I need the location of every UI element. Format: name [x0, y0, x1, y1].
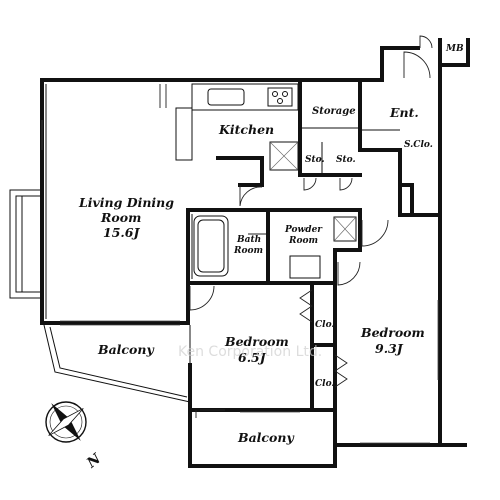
bedroom-93-size: 9.3J — [375, 341, 404, 356]
compass: N — [45, 401, 105, 472]
bedroom-65-name: Bedroom — [224, 334, 289, 349]
bedroom-93-name: Bedroom — [360, 325, 425, 340]
mb-label: MB — [445, 44, 464, 54]
entrance-label: Ent. — [389, 105, 419, 120]
bay-window — [9, 189, 42, 299]
bathtub — [193, 215, 229, 277]
kitchen-label: Kitchen — [218, 122, 274, 137]
storage-label: Storage — [312, 106, 356, 117]
sclo-label: S.Clo. — [404, 140, 433, 150]
powder-fixtures — [289, 216, 357, 279]
powder-label-line2: Room — [288, 236, 318, 246]
ldr-label-line1: Living Dining — [78, 195, 174, 210]
bedroom-65-size: 6.5J — [238, 350, 267, 365]
bath-label-line2: Room — [233, 246, 263, 256]
sto2-label: Sto. — [336, 155, 356, 165]
inner-lines — [45, 84, 400, 319]
sto1-label: Sto. — [305, 155, 325, 165]
clo2-label: Clo. — [315, 379, 335, 389]
powder-label-line1: Powder — [284, 225, 323, 235]
balcony-1-label: Balcony — [97, 342, 154, 357]
balcony-1-outline — [43, 324, 191, 403]
clo1-label: Clo. — [315, 320, 335, 330]
kitchen-counter — [175, 83, 299, 171]
balcony-2-label: Balcony — [237, 430, 294, 445]
compass-ring-icon — [45, 401, 87, 443]
watermark: Ken Corporation Ltd. — [178, 344, 322, 360]
room-labels: MB Storage Ent. Kitchen S.Clo. Sto. Sto.… — [78, 44, 464, 445]
doors — [159, 35, 433, 418]
bath-label-line1: Bath — [236, 235, 261, 245]
compass-north-label: N — [83, 450, 105, 472]
ldr-label-line2: Room — [100, 210, 141, 225]
interior-walls — [186, 78, 442, 447]
windows — [41, 120, 439, 444]
ldr-size-label: 15.6J — [103, 225, 140, 240]
